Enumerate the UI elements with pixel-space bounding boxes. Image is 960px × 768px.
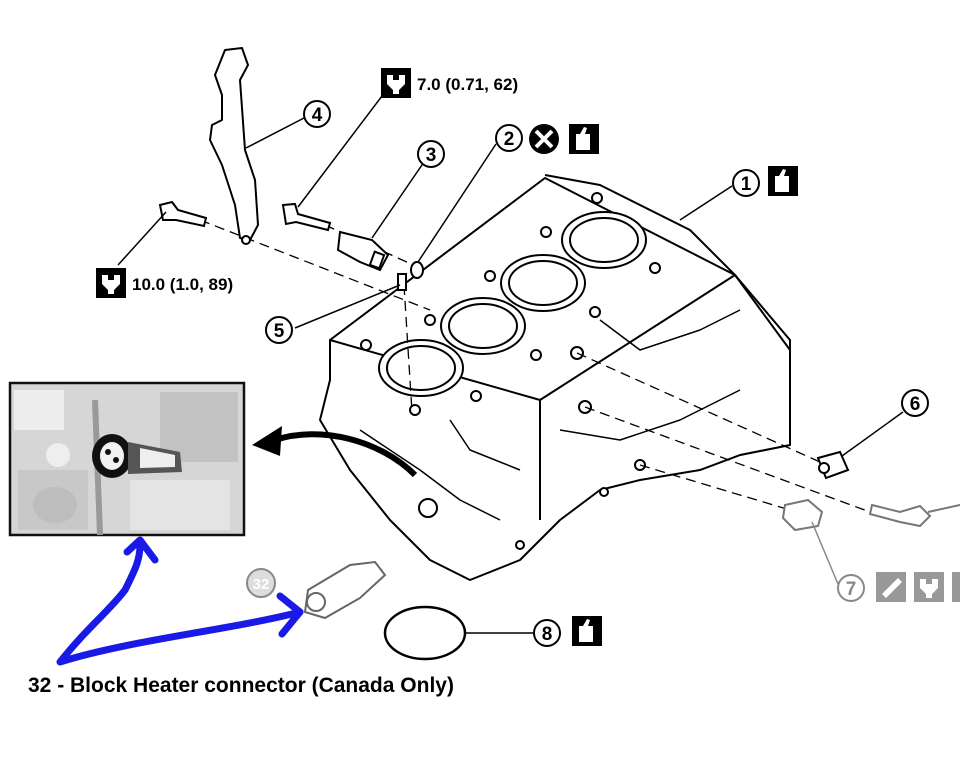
cut-off-icon — [952, 572, 960, 602]
callout-circle-1 — [732, 169, 760, 197]
callout-label-4: 4 — [312, 105, 323, 126]
callout-labels: 1 2 3 4 5 6 7 8 32 — [253, 105, 921, 645]
o-ring-part-8 — [383, 605, 467, 661]
callout-label-6: 6 — [910, 394, 921, 415]
callout-circle-8 — [533, 619, 561, 647]
do-not-reuse-icon — [529, 124, 559, 154]
callout-circle-7 — [837, 574, 865, 602]
o-ring-part-2 — [410, 261, 424, 279]
curved-arrow — [252, 426, 418, 478]
callout-markers — [246, 100, 929, 647]
plug-part-7-faded — [781, 498, 824, 532]
callout-circle-32 — [246, 568, 276, 598]
callout-circle-6 — [901, 389, 929, 417]
inset-photo — [8, 381, 246, 537]
oil-can-icon — [572, 616, 602, 646]
callout-circle-2 — [495, 124, 523, 152]
torque-value-top: 7.0 (0.71, 62) — [417, 75, 518, 94]
sensor-part-3 — [336, 230, 390, 272]
callout-circle-5 — [265, 316, 293, 344]
sealant-icon — [876, 572, 906, 602]
torque-wrench-icon — [96, 268, 126, 298]
torque-wrench-icon — [381, 68, 411, 98]
torque-value-left: 10.0 (1.0, 89) — [132, 275, 233, 294]
torque-wrench-icon — [914, 572, 944, 602]
block-heater-connector-part-32 — [303, 560, 387, 620]
caption-block-heater-connector: 32 - Block Heater connector (Canada Only… — [28, 674, 454, 697]
engine-block — [319, 174, 791, 581]
fitting-part-6 — [816, 450, 850, 480]
callout-label-5: 5 — [274, 321, 285, 342]
callout-label-32: 32 — [253, 576, 270, 593]
callout-label-2: 2 — [504, 129, 515, 150]
callout-label-3: 3 — [426, 145, 437, 166]
callout-label-8: 8 — [542, 624, 553, 645]
bolt-left — [158, 200, 208, 228]
bracket-part-4 — [209, 47, 259, 245]
leader-lines — [117, 91, 904, 634]
callout-circle-3 — [417, 140, 445, 168]
bolt-top — [281, 202, 332, 232]
callout-label-1: 1 — [741, 174, 752, 195]
callout-circle-4 — [303, 100, 331, 128]
bolt-right-faded — [868, 503, 960, 528]
oil-can-icon — [569, 124, 599, 154]
blue-annotation-arrow — [56, 536, 304, 666]
dowel-pin-part-5 — [397, 273, 407, 291]
oil-can-icon — [768, 166, 798, 196]
callout-label-7: 7 — [846, 579, 857, 600]
